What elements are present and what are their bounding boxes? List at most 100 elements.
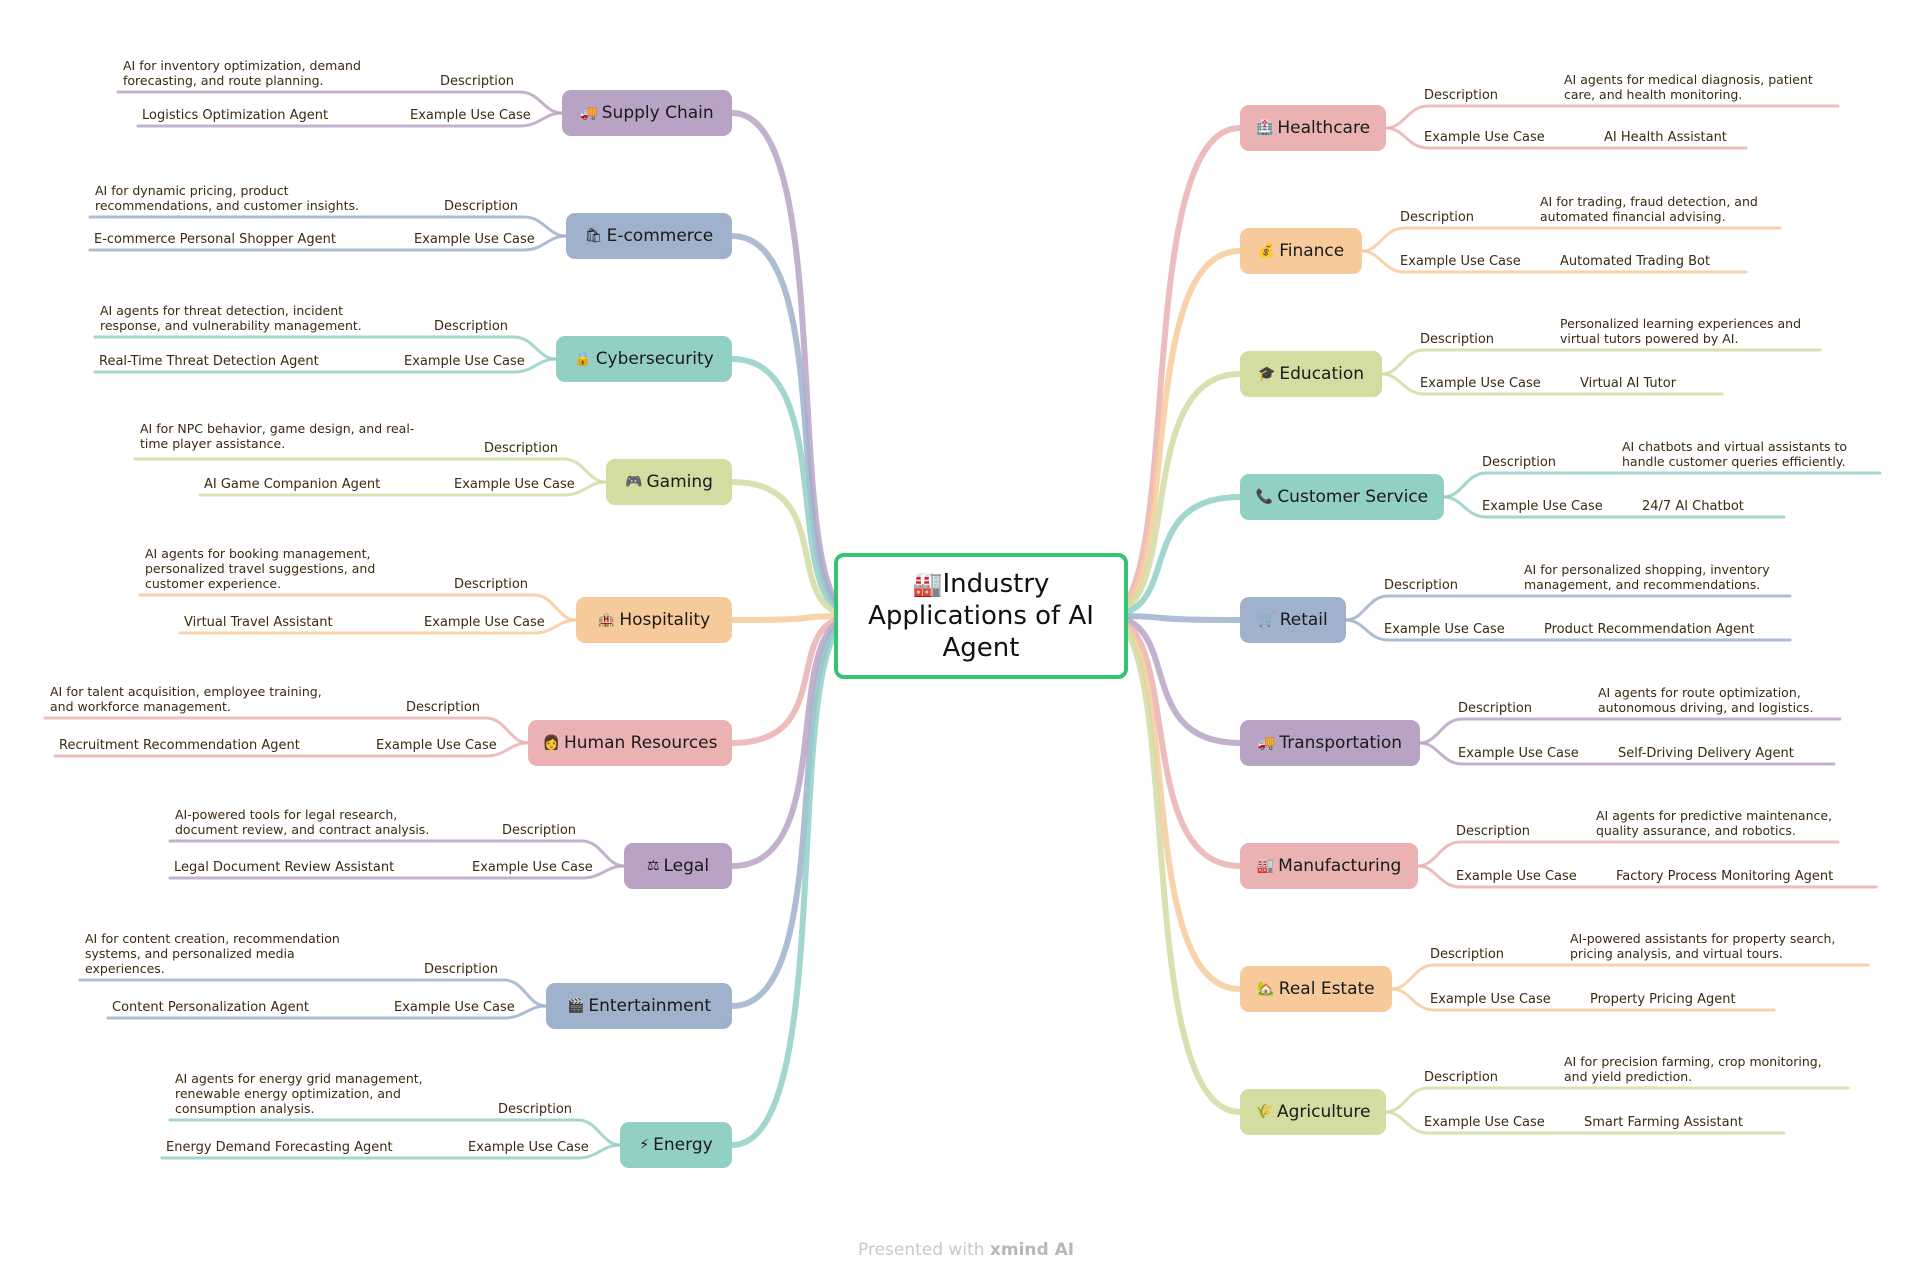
connector-customer-service-description bbox=[1442, 471, 1882, 499]
retail-description-label: Description bbox=[1384, 578, 1459, 593]
connector-energy-example bbox=[160, 1143, 622, 1160]
connector-supply-chain-example bbox=[136, 111, 564, 128]
connector-manufacturing-example bbox=[1416, 864, 1878, 889]
footer-brand: xmind AI bbox=[989, 1240, 1075, 1260]
footer-presented: Presented with bbox=[858, 1240, 985, 1260]
branch-label-e-commerce: E-commerce bbox=[606, 226, 714, 246]
connector-transportation-description bbox=[1418, 717, 1842, 745]
branch-healthcare[interactable]: 🏥Healthcare bbox=[1240, 105, 1386, 151]
education-description-text: Personalized learning experiences and vi… bbox=[1560, 316, 1802, 346]
branch-human-resources[interactable]: 👩Human Resources bbox=[528, 720, 732, 766]
energy-icon: ⚡ bbox=[639, 1137, 650, 1153]
entertainment-example-label: Example Use Case bbox=[394, 1000, 515, 1015]
customer-service-description-label: Description bbox=[1482, 455, 1557, 470]
e-commerce-icon: 🛍 bbox=[584, 228, 603, 244]
branch-label-hospitality: Hospitality bbox=[619, 610, 711, 630]
branch-cybersecurity[interactable]: 🔒Cybersecurity bbox=[556, 336, 732, 382]
supply-chain-icon: 🚚 bbox=[580, 105, 598, 121]
branch-e-commerce[interactable]: 🛍E-commerce bbox=[566, 213, 732, 259]
transportation-description-text: AI agents for route optimization, autono… bbox=[1598, 685, 1814, 715]
education-example-label: Example Use Case bbox=[1420, 376, 1541, 391]
branch-label-legal: Legal bbox=[663, 856, 710, 876]
transportation-icon: 🚚 bbox=[1257, 735, 1276, 751]
branch-energy[interactable]: ⚡Energy bbox=[620, 1122, 732, 1168]
branch-label-supply-chain: Supply Chain bbox=[601, 103, 714, 123]
branch-finance[interactable]: 💰Finance bbox=[1240, 228, 1362, 274]
connector-agriculture bbox=[1103, 613, 1243, 1115]
supply-chain-description-label: Description bbox=[440, 74, 515, 89]
energy-example-label: Example Use Case bbox=[468, 1140, 589, 1155]
manufacturing-description-text: AI agents for predictive maintenance, qu… bbox=[1596, 808, 1833, 838]
hospitality-icon: 🏨 bbox=[597, 612, 616, 628]
connector-energy bbox=[729, 613, 859, 1148]
retail-icon: 🛒 bbox=[1258, 612, 1276, 628]
legal-description-text: AI-powered tools for legal research, doc… bbox=[175, 807, 430, 837]
hospitality-description-label: Description bbox=[454, 577, 529, 592]
cybersecurity-description-label: Description bbox=[434, 319, 509, 334]
branch-supply-chain[interactable]: 🚚Supply Chain bbox=[562, 90, 732, 136]
branch-retail[interactable]: 🛒Retail bbox=[1240, 597, 1346, 643]
root-topic-label: 🏭Industry Applications of AI Agent bbox=[838, 568, 1124, 664]
connector-customer-service-example bbox=[1442, 495, 1786, 519]
customer-service-icon: 📞 bbox=[1255, 489, 1274, 505]
connector-manufacturing-description bbox=[1416, 840, 1840, 868]
connector-real-estate-example bbox=[1390, 987, 1776, 1012]
branch-customer-service[interactable]: 📞Customer Service bbox=[1240, 474, 1444, 520]
finance-description-label: Description bbox=[1400, 210, 1475, 225]
human-resources-description-text: AI for talent acquisition, employee trai… bbox=[50, 684, 322, 714]
connector-healthcare-example bbox=[1384, 126, 1748, 150]
legal-description-label: Description bbox=[502, 823, 577, 838]
branch-education[interactable]: 🎓Education bbox=[1240, 351, 1382, 397]
human-resources-example-text: Recruitment Recommendation Agent bbox=[59, 738, 300, 753]
branch-gaming[interactable]: 🎮Gaming bbox=[606, 459, 732, 505]
agriculture-description-text: AI for precision farming, crop monitorin… bbox=[1564, 1054, 1822, 1084]
branch-hospitality[interactable]: 🏨Hospitality bbox=[576, 597, 732, 643]
connector-e-commerce-example bbox=[88, 234, 568, 252]
branch-agriculture[interactable]: 🌾Agriculture bbox=[1240, 1089, 1386, 1135]
connector-transportation bbox=[1103, 613, 1243, 746]
healthcare-example-text: AI Health Assistant bbox=[1604, 130, 1727, 145]
gaming-description-label: Description bbox=[484, 441, 559, 456]
real-estate-example-label: Example Use Case bbox=[1430, 992, 1551, 1007]
branch-transportation[interactable]: 🚚Transportation bbox=[1240, 720, 1420, 766]
connector-gaming bbox=[729, 479, 859, 619]
hospitality-example-label: Example Use Case bbox=[424, 615, 545, 630]
agriculture-example-text: Smart Farming Assistant bbox=[1584, 1115, 1743, 1130]
connector-cybersecurity bbox=[729, 356, 859, 619]
transportation-description-label: Description bbox=[1458, 701, 1533, 716]
branch-manufacturing[interactable]: 🏭Manufacturing bbox=[1240, 843, 1418, 889]
finance-description-text: AI for trading, fraud detection, and aut… bbox=[1540, 194, 1758, 224]
branch-entertainment[interactable]: 🎬Entertainment bbox=[546, 983, 732, 1029]
transportation-example-text: Self-Driving Delivery Agent bbox=[1618, 746, 1794, 761]
branch-label-manufacturing: Manufacturing bbox=[1278, 856, 1402, 876]
entertainment-icon: 🎬 bbox=[566, 998, 585, 1014]
root-title: Industry Applications of AI Agent bbox=[868, 569, 1094, 663]
customer-service-description-text: AI chatbots and virtual assistants to ha… bbox=[1622, 439, 1848, 469]
connector-finance-example bbox=[1360, 249, 1748, 274]
gaming-description-text: AI for NPC behavior, game design, and re… bbox=[140, 421, 415, 451]
branch-label-customer-service: Customer Service bbox=[1277, 487, 1429, 507]
cybersecurity-example-label: Example Use Case bbox=[404, 354, 525, 369]
agriculture-description-label: Description bbox=[1424, 1070, 1499, 1085]
legal-example-text: Legal Document Review Assistant bbox=[174, 860, 395, 875]
entertainment-example-text: Content Personalization Agent bbox=[112, 1000, 310, 1015]
connector-education-example bbox=[1380, 372, 1724, 396]
branch-label-retail: Retail bbox=[1279, 610, 1328, 630]
branch-legal[interactable]: ⚖Legal bbox=[624, 843, 732, 889]
connector-transportation-example bbox=[1418, 741, 1836, 766]
connector-customer-service bbox=[1103, 494, 1243, 619]
connector-e-commerce bbox=[729, 233, 859, 619]
finance-icon: 💰 bbox=[1257, 243, 1276, 259]
education-description-label: Description bbox=[1420, 332, 1495, 347]
hospitality-description-text: AI agents for booking management, person… bbox=[145, 546, 376, 591]
connector-retail-example bbox=[1344, 618, 1792, 642]
finance-example-text: Automated Trading Bot bbox=[1560, 254, 1711, 269]
real-estate-description-text: AI-powered assistants for property searc… bbox=[1570, 931, 1836, 961]
branch-real-estate[interactable]: 🏡Real Estate bbox=[1240, 966, 1392, 1012]
healthcare-description-label: Description bbox=[1424, 88, 1499, 103]
branch-label-energy: Energy bbox=[653, 1135, 713, 1155]
connector-agriculture-example bbox=[1384, 1110, 1786, 1135]
connector-education-description bbox=[1380, 348, 1822, 376]
root-topic[interactable]: 🏭Industry Applications of AI Agent bbox=[834, 553, 1128, 679]
e-commerce-example-text: E-commerce Personal Shopper Agent bbox=[94, 232, 336, 247]
